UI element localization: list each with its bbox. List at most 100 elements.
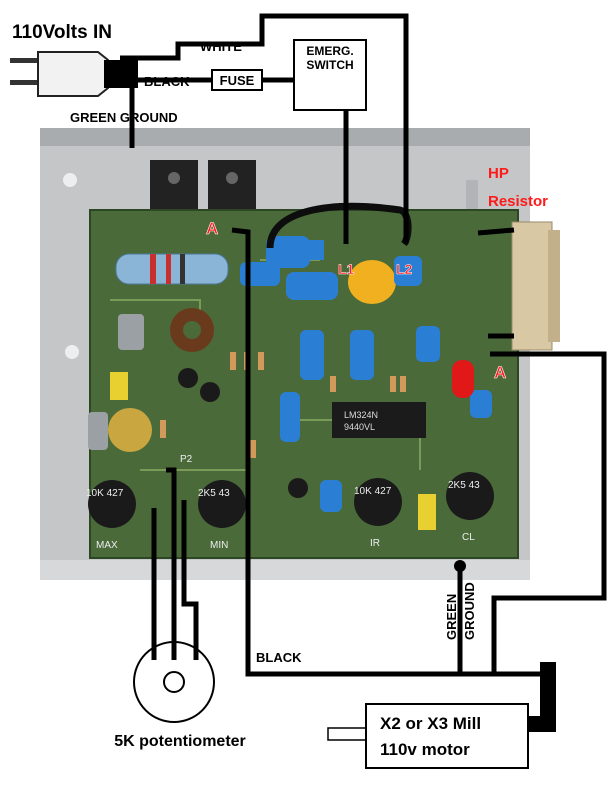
- trimmer-body: [198, 480, 246, 528]
- resistor-band: [150, 254, 156, 284]
- capacitor: [300, 240, 324, 260]
- capacitor: [470, 390, 492, 418]
- toroid-core: [183, 321, 201, 339]
- chassis-top-lip: [40, 128, 530, 146]
- small-resistor: [230, 352, 236, 370]
- capacitor: [280, 392, 300, 442]
- small-resistor: [330, 376, 336, 392]
- capacitor: [350, 330, 374, 380]
- potentiometer-label: 5K potentiometer: [114, 733, 246, 750]
- ic-label-line2: 9440VL: [344, 422, 375, 432]
- fuse-box: [211, 69, 263, 91]
- transistor-left: [150, 160, 198, 210]
- hp-resistor-side: [548, 230, 560, 342]
- pot-wire-2: [166, 467, 177, 640]
- transistor-right: [208, 160, 256, 210]
- a-right-wire: [490, 351, 607, 672]
- trimmer-body: [88, 480, 136, 528]
- trimmer-value: 10K 427: [86, 488, 124, 499]
- terminal-l1: L1: [338, 261, 355, 277]
- motor-label-line2: 110v motor: [380, 740, 470, 759]
- potentiometer-shaft: [163, 671, 185, 693]
- motor-shaft: [327, 727, 369, 741]
- board-label-p2: P2: [180, 454, 193, 465]
- electrolytic-capacitor: [108, 408, 152, 452]
- plug-body: [37, 51, 109, 97]
- switch-label-line1: EMERG.: [306, 44, 353, 58]
- black-wire-bottom: [231, 227, 548, 677]
- power-plug: [10, 51, 138, 97]
- trimmer-label-ir: IR: [370, 538, 380, 549]
- trimmer-max: 10K 427 MAX: [86, 480, 136, 551]
- terminal-a-right: A: [494, 363, 506, 382]
- resistor-band: [180, 254, 185, 284]
- wire-label-white: WHITE: [200, 39, 242, 54]
- terminal-a-left: A: [206, 219, 218, 238]
- transistor-screw: [226, 172, 238, 184]
- capacitor: [286, 272, 338, 300]
- fuse: FUSE: [211, 69, 263, 91]
- ic-label-line1: LM324N: [344, 410, 378, 420]
- wire-label-green: GREEN: [444, 594, 459, 640]
- ground-terminal: [454, 560, 466, 572]
- pot-wire-3: [181, 500, 199, 640]
- potentiometer: 5K potentiometer: [114, 640, 246, 750]
- small-resistor: [250, 440, 256, 458]
- plug-cord: [104, 60, 138, 88]
- small-transistor: [288, 478, 308, 498]
- trimmer-ir: 10K 427 IR: [354, 478, 402, 549]
- trimmer-label-min: MIN: [210, 540, 228, 551]
- trimmer-value: 2K5 43: [198, 488, 230, 499]
- electrolytic-capacitor: [88, 412, 108, 450]
- wire-label-ground: GROUND: [462, 582, 477, 640]
- title: 110Volts IN: [12, 22, 112, 43]
- trimmer-value: 2K5 43: [448, 480, 480, 491]
- white-wire: [120, 13, 409, 244]
- motor-box: [365, 703, 529, 769]
- small-resistor: [400, 376, 406, 392]
- small-transistor: [200, 382, 220, 402]
- capacitor: [300, 330, 324, 380]
- trimmer-body: [446, 472, 494, 520]
- capacitor-yellow: [110, 372, 128, 400]
- ic-chip: [332, 402, 426, 438]
- trimmer-body: [354, 478, 402, 526]
- trimmer-cl: 2K5 43 CL: [446, 472, 494, 543]
- motor-label-line1: X2 or X3 Mill: [380, 714, 481, 733]
- chassis-hole: [63, 173, 77, 187]
- electrolytic-capacitor: [118, 314, 144, 350]
- emergency-switch: EMERG. SWITCH: [293, 39, 367, 111]
- hp-resistor: [477, 221, 560, 351]
- small-resistor: [390, 376, 396, 392]
- hp-resistor-label-line1: HP: [488, 165, 509, 182]
- capacitor: [394, 256, 422, 286]
- chassis-hole: [65, 345, 79, 359]
- small-resistor: [160, 420, 166, 438]
- plug-prong: [10, 80, 40, 85]
- led: [452, 360, 474, 398]
- trimmer-min: 2K5 43 MIN: [198, 480, 246, 551]
- small-transistor: [178, 368, 198, 388]
- motor: X2 or X3 Mill 110v motor: [327, 703, 529, 769]
- varistor: [348, 260, 396, 304]
- hp-resistor-label-line2: Resistor: [488, 193, 548, 210]
- terminal-l2: L2: [396, 261, 413, 277]
- capacitor: [416, 326, 440, 362]
- capacitor: [266, 236, 310, 268]
- wire-label-black-top: BLACK: [144, 74, 190, 89]
- power-transistors: [150, 160, 256, 210]
- resistor-band: [166, 254, 171, 284]
- fuse-label: FUSE: [220, 73, 255, 88]
- plug-prong: [10, 58, 40, 63]
- chassis-bottom-lip: [40, 560, 530, 580]
- hp-resistor-body: [511, 221, 553, 351]
- transistor-screw: [168, 172, 180, 184]
- large-resistor: [115, 253, 229, 285]
- capacitor: [320, 480, 342, 512]
- small-resistor: [258, 352, 264, 370]
- trimmer-value: 10K 427: [354, 486, 392, 497]
- trimmer-label-cl: CL: [462, 532, 475, 543]
- motor-lead: [528, 662, 556, 732]
- wire-label-green-ground: GREEN GROUND: [70, 110, 178, 125]
